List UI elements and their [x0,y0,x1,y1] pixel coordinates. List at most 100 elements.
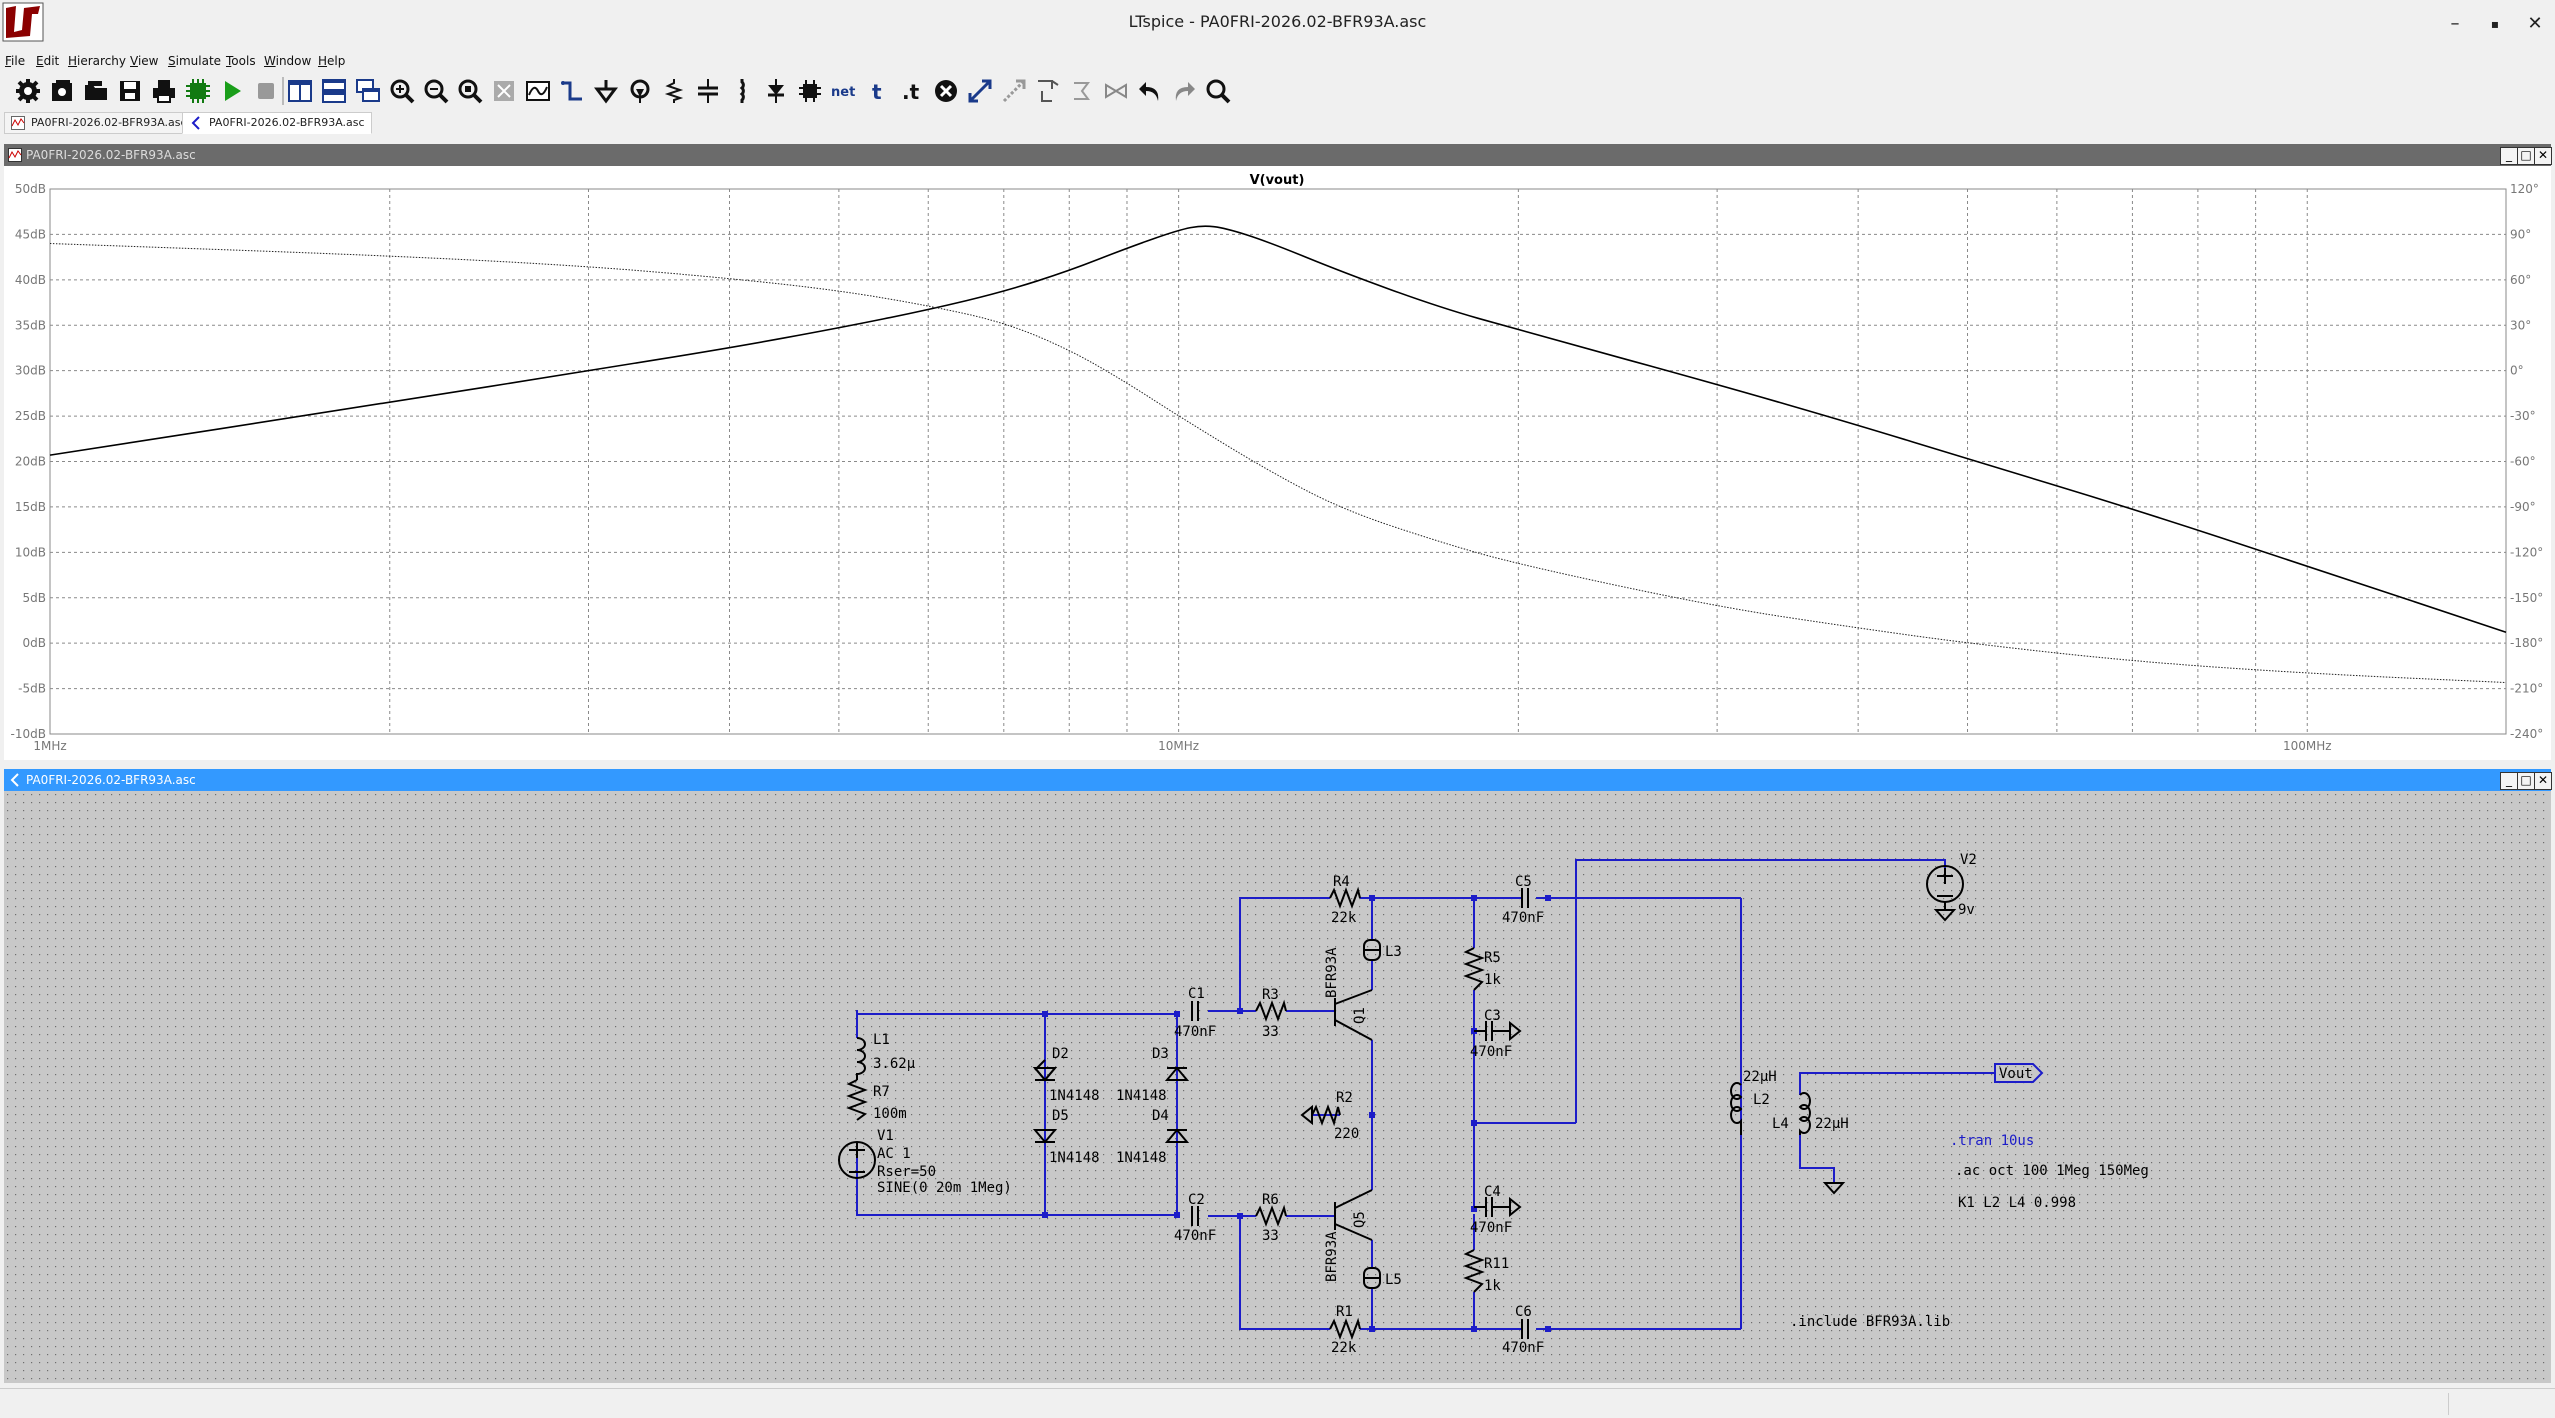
duplicate-icon[interactable] [966,77,994,105]
d4-value: 1N4148 [1116,1150,1167,1166]
document-tabs: PA0FRI-2026.02-BFR93A.asc PA0FRI-2026.02… [0,112,2555,134]
wire-icon[interactable] [558,77,586,105]
d4-ref: D4 [1152,1108,1169,1124]
new-schematic-icon[interactable] [48,77,76,105]
menu-simulate[interactable]: Simulate [168,54,221,68]
ground-icon[interactable] [592,77,620,105]
halt-icon[interactable] [252,77,280,105]
component-icon[interactable] [796,77,824,105]
y-tick-label-left: 45dB [15,227,46,241]
diode-icon[interactable] [762,77,790,105]
delete-icon[interactable] [932,77,960,105]
schematic-close-button[interactable]: ✕ [2534,772,2552,790]
menu-edit[interactable]: Edit [36,54,59,68]
play-icon[interactable] [218,77,246,105]
net-name-icon[interactable]: net [830,77,858,105]
trace-label[interactable]: V(vout) [1250,173,1305,188]
y-tick-label-left: 50dB [15,182,46,196]
menu-help[interactable]: Help [318,54,345,68]
r5-value: 1k [1484,972,1501,988]
magnitude-trace [50,226,2506,632]
waveform-maximize-button[interactable]: □ [2517,147,2535,165]
l2-ref: L2 [1753,1092,1770,1108]
zoom-fit-icon[interactable] [456,77,484,105]
bode-plot-svg: 50dB45dB40dB35dB30dB25dB20dB15dB10dB5dB0… [4,166,2551,760]
waveform-panel-title: PA0FRI-2026.02-BFR93A.asc [26,144,196,166]
schematic-canvas[interactable]: Vout R4 22k C5 470nF V2 9v L3 R5 1k C3 4… [4,791,2551,1383]
menu-hierarchy[interactable]: Hierarchy [68,54,126,68]
schematic-panel-title: PA0FRI-2026.02-BFR93A.asc [26,769,196,791]
c2-value: 470nF [1174,1228,1216,1244]
capacitor-icon[interactable] [694,77,722,105]
coupling-directive[interactable]: K1 L2 L4 0.998 [1958,1195,2076,1211]
waveform-plot[interactable]: 50dB45dB40dB35dB30dB25dB20dB15dB10dB5dB0… [4,166,2551,760]
redo-icon[interactable] [1170,77,1198,105]
l1-value: 3.62µ [873,1056,916,1072]
c3-value: 470nF [1470,1044,1512,1060]
net-label-text: Vout [1999,1066,2033,1082]
print-icon[interactable] [150,77,178,105]
open-icon[interactable] [82,77,110,105]
r7-value: 100m [873,1106,907,1122]
label-net-icon[interactable] [626,77,654,105]
r6-ref: R6 [1262,1192,1279,1208]
y-tick-label-left: 25dB [15,409,46,423]
waveform-minimize-button[interactable]: _ [2500,147,2518,165]
d3-ref: D3 [1152,1046,1169,1062]
menu-window[interactable]: Window [264,54,311,68]
menu-file[interactable]: File [5,54,25,68]
move-icon[interactable] [1000,77,1028,105]
inductor-icon[interactable] [728,77,756,105]
y-tick-label-right: 120° [2510,182,2539,196]
waveform-close-button[interactable]: ✕ [2534,147,2552,165]
l1-ref: L1 [873,1032,890,1048]
r3-value: 33 [1262,1024,1279,1040]
include-directive[interactable]: .include BFR93A.lib [1790,1314,1950,1330]
y-tick-label-right: 30° [2510,318,2531,332]
d5-ref: D5 [1052,1108,1069,1124]
q1-value: BFR93A [1324,947,1340,998]
drag-icon[interactable] [1034,77,1062,105]
tab-waveform[interactable]: PA0FRI-2026.02-BFR93A.asc [4,112,194,134]
menu-view[interactable]: View [130,54,158,68]
tile-vertical-icon[interactable] [286,77,314,105]
run-icon[interactable] [184,77,212,105]
maximize-button[interactable]: ▪ [2480,12,2510,36]
menu-tools[interactable]: Tools [226,54,256,68]
control-panel-icon[interactable] [14,77,42,105]
find-icon[interactable] [1204,77,1232,105]
tran-directive[interactable]: .tran 10us [1950,1133,2034,1149]
tile-horizontal-icon[interactable] [320,77,348,105]
resistor-icon[interactable] [660,77,688,105]
autoscale-icon[interactable] [524,77,552,105]
tab-schematic[interactable]: PA0FRI-2026.02-BFR93A.asc [182,112,372,134]
spice-directive-icon[interactable]: .t [898,77,926,105]
rotate-icon[interactable] [1102,77,1130,105]
schematic-maximize-button[interactable]: □ [2517,772,2535,790]
zoom-in-icon[interactable] [388,77,416,105]
undo-icon[interactable] [1136,77,1164,105]
waveform-panel-icon [8,148,22,162]
title-bar: LTspice - PA0FRI-2026.02-BFR93A.asc – ▪ … [0,0,2555,46]
zoom-full-icon[interactable] [490,77,518,105]
text-icon[interactable]: t [864,77,892,105]
ac-directive[interactable]: .ac oct 100 1Meg 150Meg [1955,1163,2149,1179]
zoom-out-icon[interactable] [422,77,450,105]
cascade-icon[interactable] [354,77,382,105]
tab-waveform-label: PA0FRI-2026.02-BFR93A.asc [31,116,187,129]
schematic-panel-icon [8,773,22,787]
y-tick-label-left: -5dB [18,682,46,696]
minimize-button[interactable]: – [2440,12,2470,36]
y-tick-label-right: 0° [2510,364,2524,378]
schematic-minimize-button[interactable]: _ [2500,772,2518,790]
r4-value: 22k [1331,910,1357,926]
l4-ref: L4 [1772,1116,1789,1132]
v2-ref: V2 [1960,852,1977,868]
y-tick-label-right: 60° [2510,273,2531,287]
save-icon[interactable] [116,77,144,105]
svg-text:.t: .t [902,80,920,104]
mirror-icon[interactable] [1068,77,1096,105]
close-button[interactable]: ✕ [2520,12,2550,36]
status-bar [0,1388,2555,1418]
c1-value: 470nF [1174,1024,1216,1040]
